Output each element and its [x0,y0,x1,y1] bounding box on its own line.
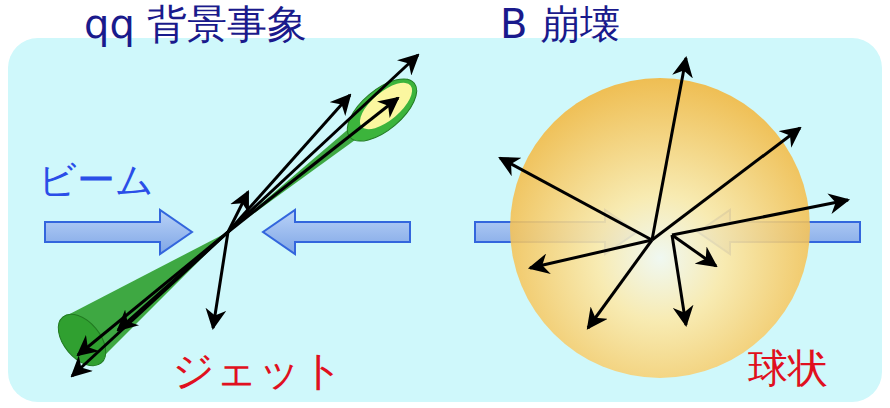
jet-label: ジェット [172,348,344,394]
beam-label: ビーム [38,160,154,202]
decay-tracks [500,58,848,328]
panel [8,38,882,402]
title-label: qq 背景事象 [84,2,308,46]
shape-label: 球状 [748,346,828,390]
jet-tracks [72,55,418,376]
sphere [510,78,810,378]
title-label: B 崩壊 [500,2,620,46]
